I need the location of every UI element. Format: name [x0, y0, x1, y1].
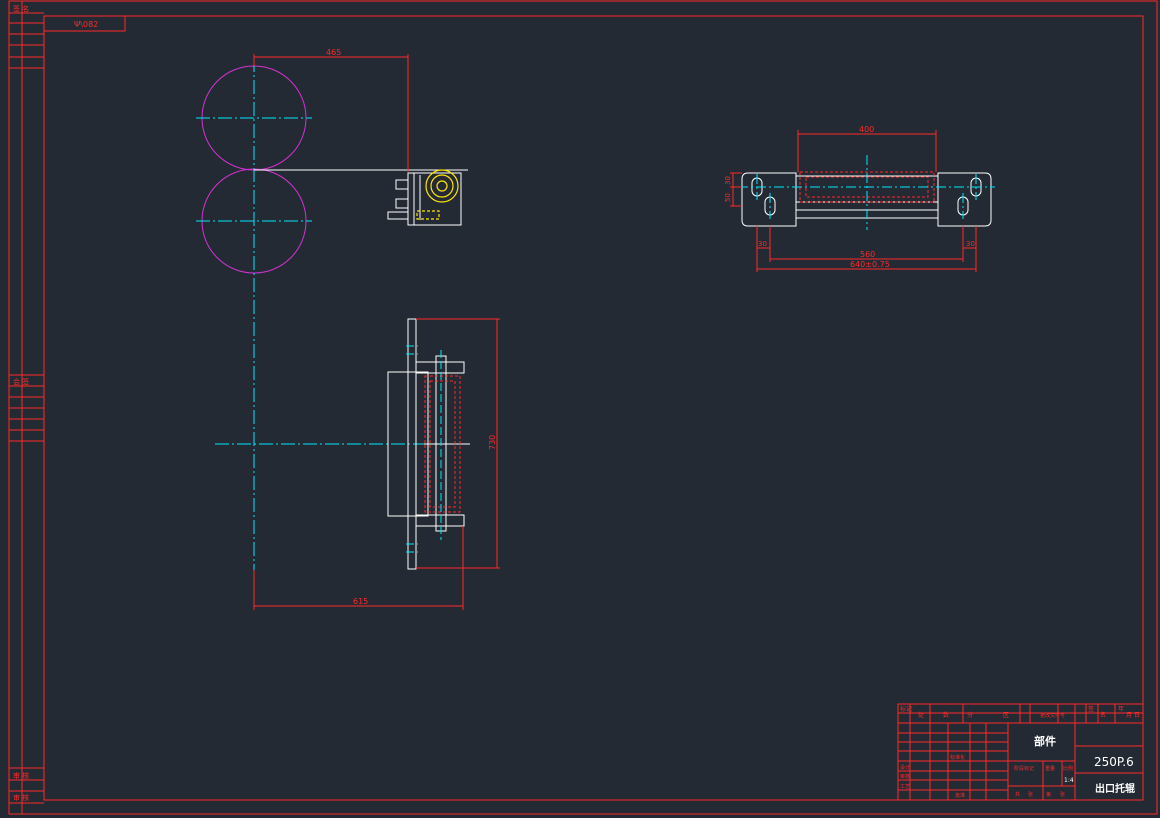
- shaft-centerline: [406, 345, 442, 553]
- dim-30-left: 30: [758, 240, 767, 248]
- tb-row-standard: 标准化: [950, 754, 965, 761]
- inner-border: [43, 15, 1144, 801]
- reference-number: Ψ\082: [74, 20, 98, 29]
- tb-stage-mark: 阶段标记: [1014, 765, 1034, 772]
- plan-centerlines: [738, 155, 995, 230]
- tb-sheets-1: 张: [1028, 791, 1033, 798]
- tb-row-review: 审核: [900, 773, 910, 780]
- tb-header-count: 数: [943, 711, 949, 719]
- left-binding-strip: [9, 1, 44, 814]
- strip-label-countersign: 会 签: [13, 377, 29, 386]
- title-block: [897, 703, 1144, 801]
- tb-part-name: 出口托辊: [1095, 782, 1135, 795]
- tb-sheets-2: 张: [1060, 791, 1065, 798]
- tb-header-div: 分: [967, 711, 973, 719]
- dim-465: 465: [326, 48, 341, 57]
- tb-weight: 重量: [1045, 765, 1055, 772]
- strip-label-sign: 签 名: [13, 4, 29, 13]
- dim-640: 640±0.75: [850, 260, 890, 269]
- bearing-highlight: [416, 169, 459, 220]
- tb-header-sign: 签: [1088, 705, 1094, 713]
- sheet-frame: [8, 0, 1158, 815]
- dim-400: 400: [859, 125, 874, 134]
- tb-scale-value: 1:4: [1064, 777, 1074, 784]
- dim-730: 730: [488, 435, 497, 450]
- dim-560: 560: [860, 250, 875, 259]
- plan-dimensions: [730, 130, 977, 272]
- tb-header-zone: 区: [1003, 712, 1009, 719]
- tb-sheet-no: 第: [1046, 791, 1051, 798]
- strip-label-review-2: 审 核: [13, 793, 29, 802]
- tb-header-mark: 标记: [900, 705, 912, 713]
- dim-50-vertical: 50: [724, 193, 732, 202]
- dim-30-vertical: 30: [724, 176, 732, 185]
- tb-row-design: 设计: [900, 764, 910, 771]
- outer-border: [8, 0, 1158, 815]
- dim-615: 615: [353, 597, 368, 606]
- tb-row-approve: 批准: [955, 792, 965, 799]
- tb-header-year: 年: [1118, 705, 1124, 713]
- left-dimensions: [253, 54, 500, 610]
- tb-total: 共: [1015, 791, 1020, 798]
- tb-material: 部件: [1034, 734, 1056, 748]
- tb-row-process: 工艺: [900, 784, 910, 790]
- tb-scale-label: 比例: [1063, 765, 1073, 772]
- tb-header-month: 月: [1126, 712, 1132, 719]
- tb-header-name: 名: [1100, 711, 1106, 719]
- bracket-side-view: [387, 172, 462, 226]
- reference-box: [43, 15, 126, 32]
- dim-30-right: 30: [966, 240, 975, 248]
- tb-header-change-doc: 更改文件号: [1040, 712, 1065, 719]
- centerlines-left: [196, 58, 468, 610]
- tb-header-place: 处: [918, 711, 924, 719]
- strip-label-review-1: 审 核: [13, 771, 29, 780]
- tb-header-day: 日: [1134, 712, 1140, 719]
- roller-tube-dashed: [424, 375, 461, 513]
- tb-drawing-number: 250P.6: [1094, 755, 1134, 769]
